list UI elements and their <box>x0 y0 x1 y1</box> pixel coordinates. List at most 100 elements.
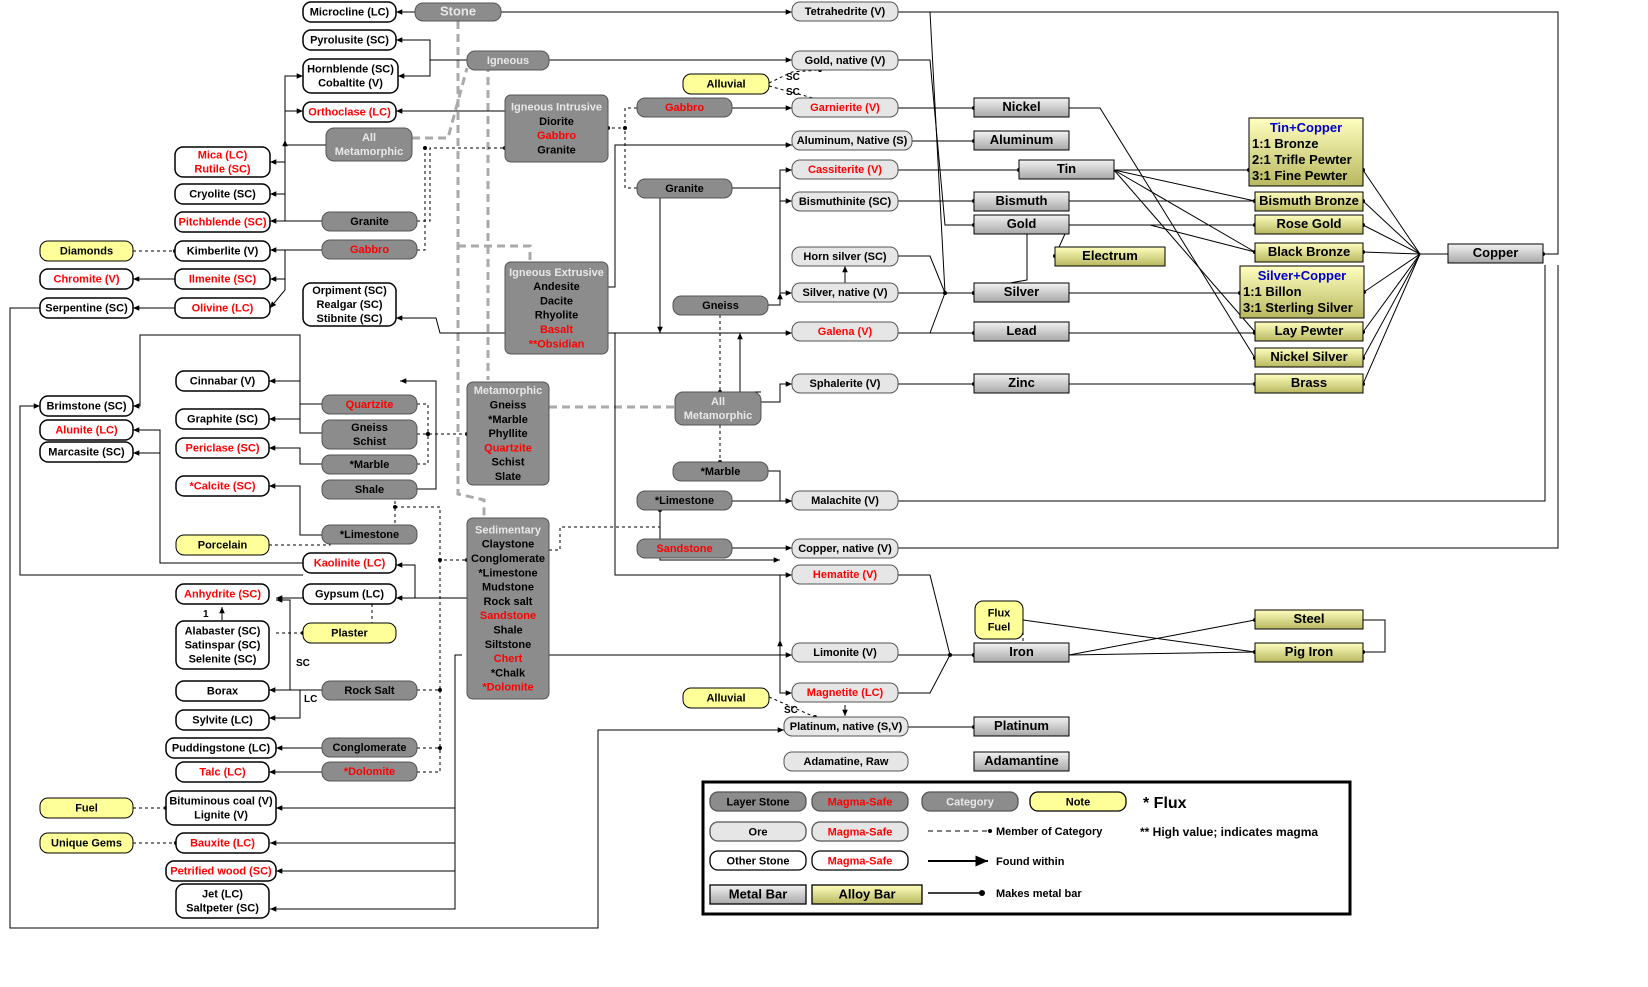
node-alnative-line-0: Aluminum, Native (S) <box>797 135 908 147</box>
node-sedimentary: SedimentaryClaystoneConglomerate*Limesto… <box>466 517 550 700</box>
node-nickel: Nickel <box>973 97 1070 118</box>
node-adamraw-line-0: Adamatine, Raw <box>804 756 889 768</box>
edge-74 <box>898 265 1559 549</box>
edge-37 <box>269 378 322 434</box>
node-graphite: Graphite (SC) <box>175 408 270 430</box>
legend-found-within: Found within <box>996 856 1065 868</box>
node-puddingstone: Puddingstone (LC) <box>165 737 277 759</box>
node-silver-line-0: Silver <box>1004 284 1039 299</box>
node-marble_r: *Marble <box>672 461 769 482</box>
edge-49 <box>779 201 792 296</box>
member-link-12 <box>417 746 442 773</box>
svg-text:Ore: Ore <box>749 827 768 839</box>
edge-3 <box>398 60 431 79</box>
legend-member: Member of Category <box>996 826 1103 838</box>
node-bismuth-line-0: Bismuth <box>996 193 1048 208</box>
legend-flux: * Flux <box>1143 795 1187 812</box>
node-gabbro_r: Gabbro <box>636 97 733 118</box>
node-kimberlite: Kimberlite (V) <box>174 240 271 262</box>
node-periclase: Periclase (SC) <box>175 437 270 459</box>
node-zinc: Zinc <box>973 373 1070 394</box>
node-granite_l-line-0: Granite <box>350 216 389 228</box>
edge-label-3: 1 <box>203 609 209 620</box>
node-silvercopper-line-2: 3:1 Sterling Silver <box>1243 300 1353 315</box>
svg-text:Category: Category <box>946 797 995 809</box>
node-granite_r-line-0: Granite <box>665 183 704 195</box>
node-bituminous-line-0: Bituminous coal (V) <box>169 796 273 808</box>
member-link-1 <box>417 146 427 251</box>
node-marble_r-line-0: *Marble <box>701 466 741 478</box>
node-alabaster-line-0: Alabaster (SC) <box>185 626 261 638</box>
node-brimstone: Brimstone (SC) <box>39 395 134 417</box>
node-bituminous-line-1: Lignite (V) <box>194 810 248 822</box>
node-rocksalt_l: Rock Salt <box>321 680 418 701</box>
connections <box>9 9 1559 929</box>
node-nickelsilver: Nickel Silver <box>1254 347 1364 368</box>
node-chromite: Chromite (V) <box>39 268 134 290</box>
node-tin-line-0: Tin <box>1057 161 1076 176</box>
node-marble_l: *Marble <box>321 454 418 475</box>
edge-28 <box>396 562 467 599</box>
node-orpiment-line-2: Stibnite (SC) <box>317 313 383 325</box>
node-ign_extr: Igneous ExtrusiveAndesiteDaciteRhyoliteB… <box>504 261 609 355</box>
svg-text:Layer Stone: Layer Stone <box>727 797 790 809</box>
node-quartzite_l-line-0: Quartzite <box>346 399 394 411</box>
edge-24 <box>270 654 462 912</box>
node-limestone_l-line-0: *Limestone <box>340 529 399 541</box>
node-goldnative-line-0: Gold, native (V) <box>805 55 886 67</box>
legend-magma-safe-2: Magma-Safe <box>811 821 909 842</box>
node-gneiss_schist-line-1: Schist <box>353 436 386 448</box>
node-metamorphic-line-4: Quartzite <box>484 442 532 454</box>
node-sedimentary-line-6: Sandstone <box>480 610 536 622</box>
edge-97 <box>1361 253 1448 386</box>
node-talc-line-0: Talc (LC) <box>199 767 246 779</box>
legend-ore: Ore <box>709 821 807 842</box>
node-gneiss_r: Gneiss <box>672 295 769 316</box>
edge-101 <box>1361 619 1386 654</box>
legend-category: Category <box>921 791 1019 812</box>
node-sedimentary-line-7: Shale <box>493 625 522 637</box>
svg-text:Magma-Safe: Magma-Safe <box>828 797 893 809</box>
node-gneiss_schist-line-0: Gneiss <box>351 422 388 434</box>
node-anhydrite: Anhydrite (SC) <box>175 583 270 605</box>
edge-53 <box>761 381 792 403</box>
node-calcite-line-0: *Calcite (SC) <box>189 481 255 493</box>
node-ign_intr-line-2: Gabbro <box>537 130 576 142</box>
node-tetrahedrite: Tetrahedrite (V) <box>791 1 899 22</box>
node-malachite: Malachite (V) <box>791 490 899 511</box>
node-olivine-line-0: Olivine (LC) <box>192 303 254 315</box>
edge-52 <box>737 333 761 393</box>
node-plaster: Plaster <box>302 622 397 644</box>
node-limonite: Limonite (V) <box>791 642 899 663</box>
node-sylvite-line-0: Sylvite (LC) <box>192 715 253 727</box>
node-copper-line-0: Copper <box>1473 245 1519 260</box>
node-lead: Lead <box>973 321 1070 342</box>
node-mica-line-1: Rutile (SC) <box>194 164 251 176</box>
node-sandstone_r: Sandstone <box>636 538 733 559</box>
node-conglomerate_l-line-0: Conglomerate <box>333 742 407 754</box>
node-aluminum: Aluminum <box>973 130 1070 151</box>
node-alluvial1-line-0: Alluvial <box>706 79 745 91</box>
member-link-2 <box>606 107 637 130</box>
node-dolomite_l: *Dolomite <box>321 761 418 782</box>
node-tetrahedrite-line-0: Tetrahedrite (V) <box>805 6 886 18</box>
legend-other-stone: Other Stone <box>709 850 807 871</box>
node-cassiterite: Cassiterite (V) <box>791 159 899 180</box>
legend-makes-bar: Makes metal bar <box>996 888 1082 900</box>
legend-metal-bar: Metal Bar <box>709 884 807 905</box>
edge-16 <box>269 279 286 309</box>
node-sphalerite: Sphalerite (V) <box>791 373 899 394</box>
node-tincopper-line-2: 2:1 Trifle Pewter <box>1252 152 1352 167</box>
node-granite_r: Granite <box>636 178 733 199</box>
node-uniquegems-line-0: Unique Gems <box>51 838 122 850</box>
node-gypsum: Gypsum (LC) <box>302 583 397 605</box>
node-nickel-line-0: Nickel <box>1002 99 1040 114</box>
edge-44 <box>9 307 784 929</box>
edge-90 <box>1361 168 1448 255</box>
node-pitchblende-line-0: Pitchblende (SC) <box>178 217 266 229</box>
node-plaster-line-0: Plaster <box>331 628 368 640</box>
edge-54 <box>768 470 792 504</box>
node-jet-line-0: Jet (LC) <box>202 889 243 901</box>
gray-link-2 <box>412 67 469 140</box>
